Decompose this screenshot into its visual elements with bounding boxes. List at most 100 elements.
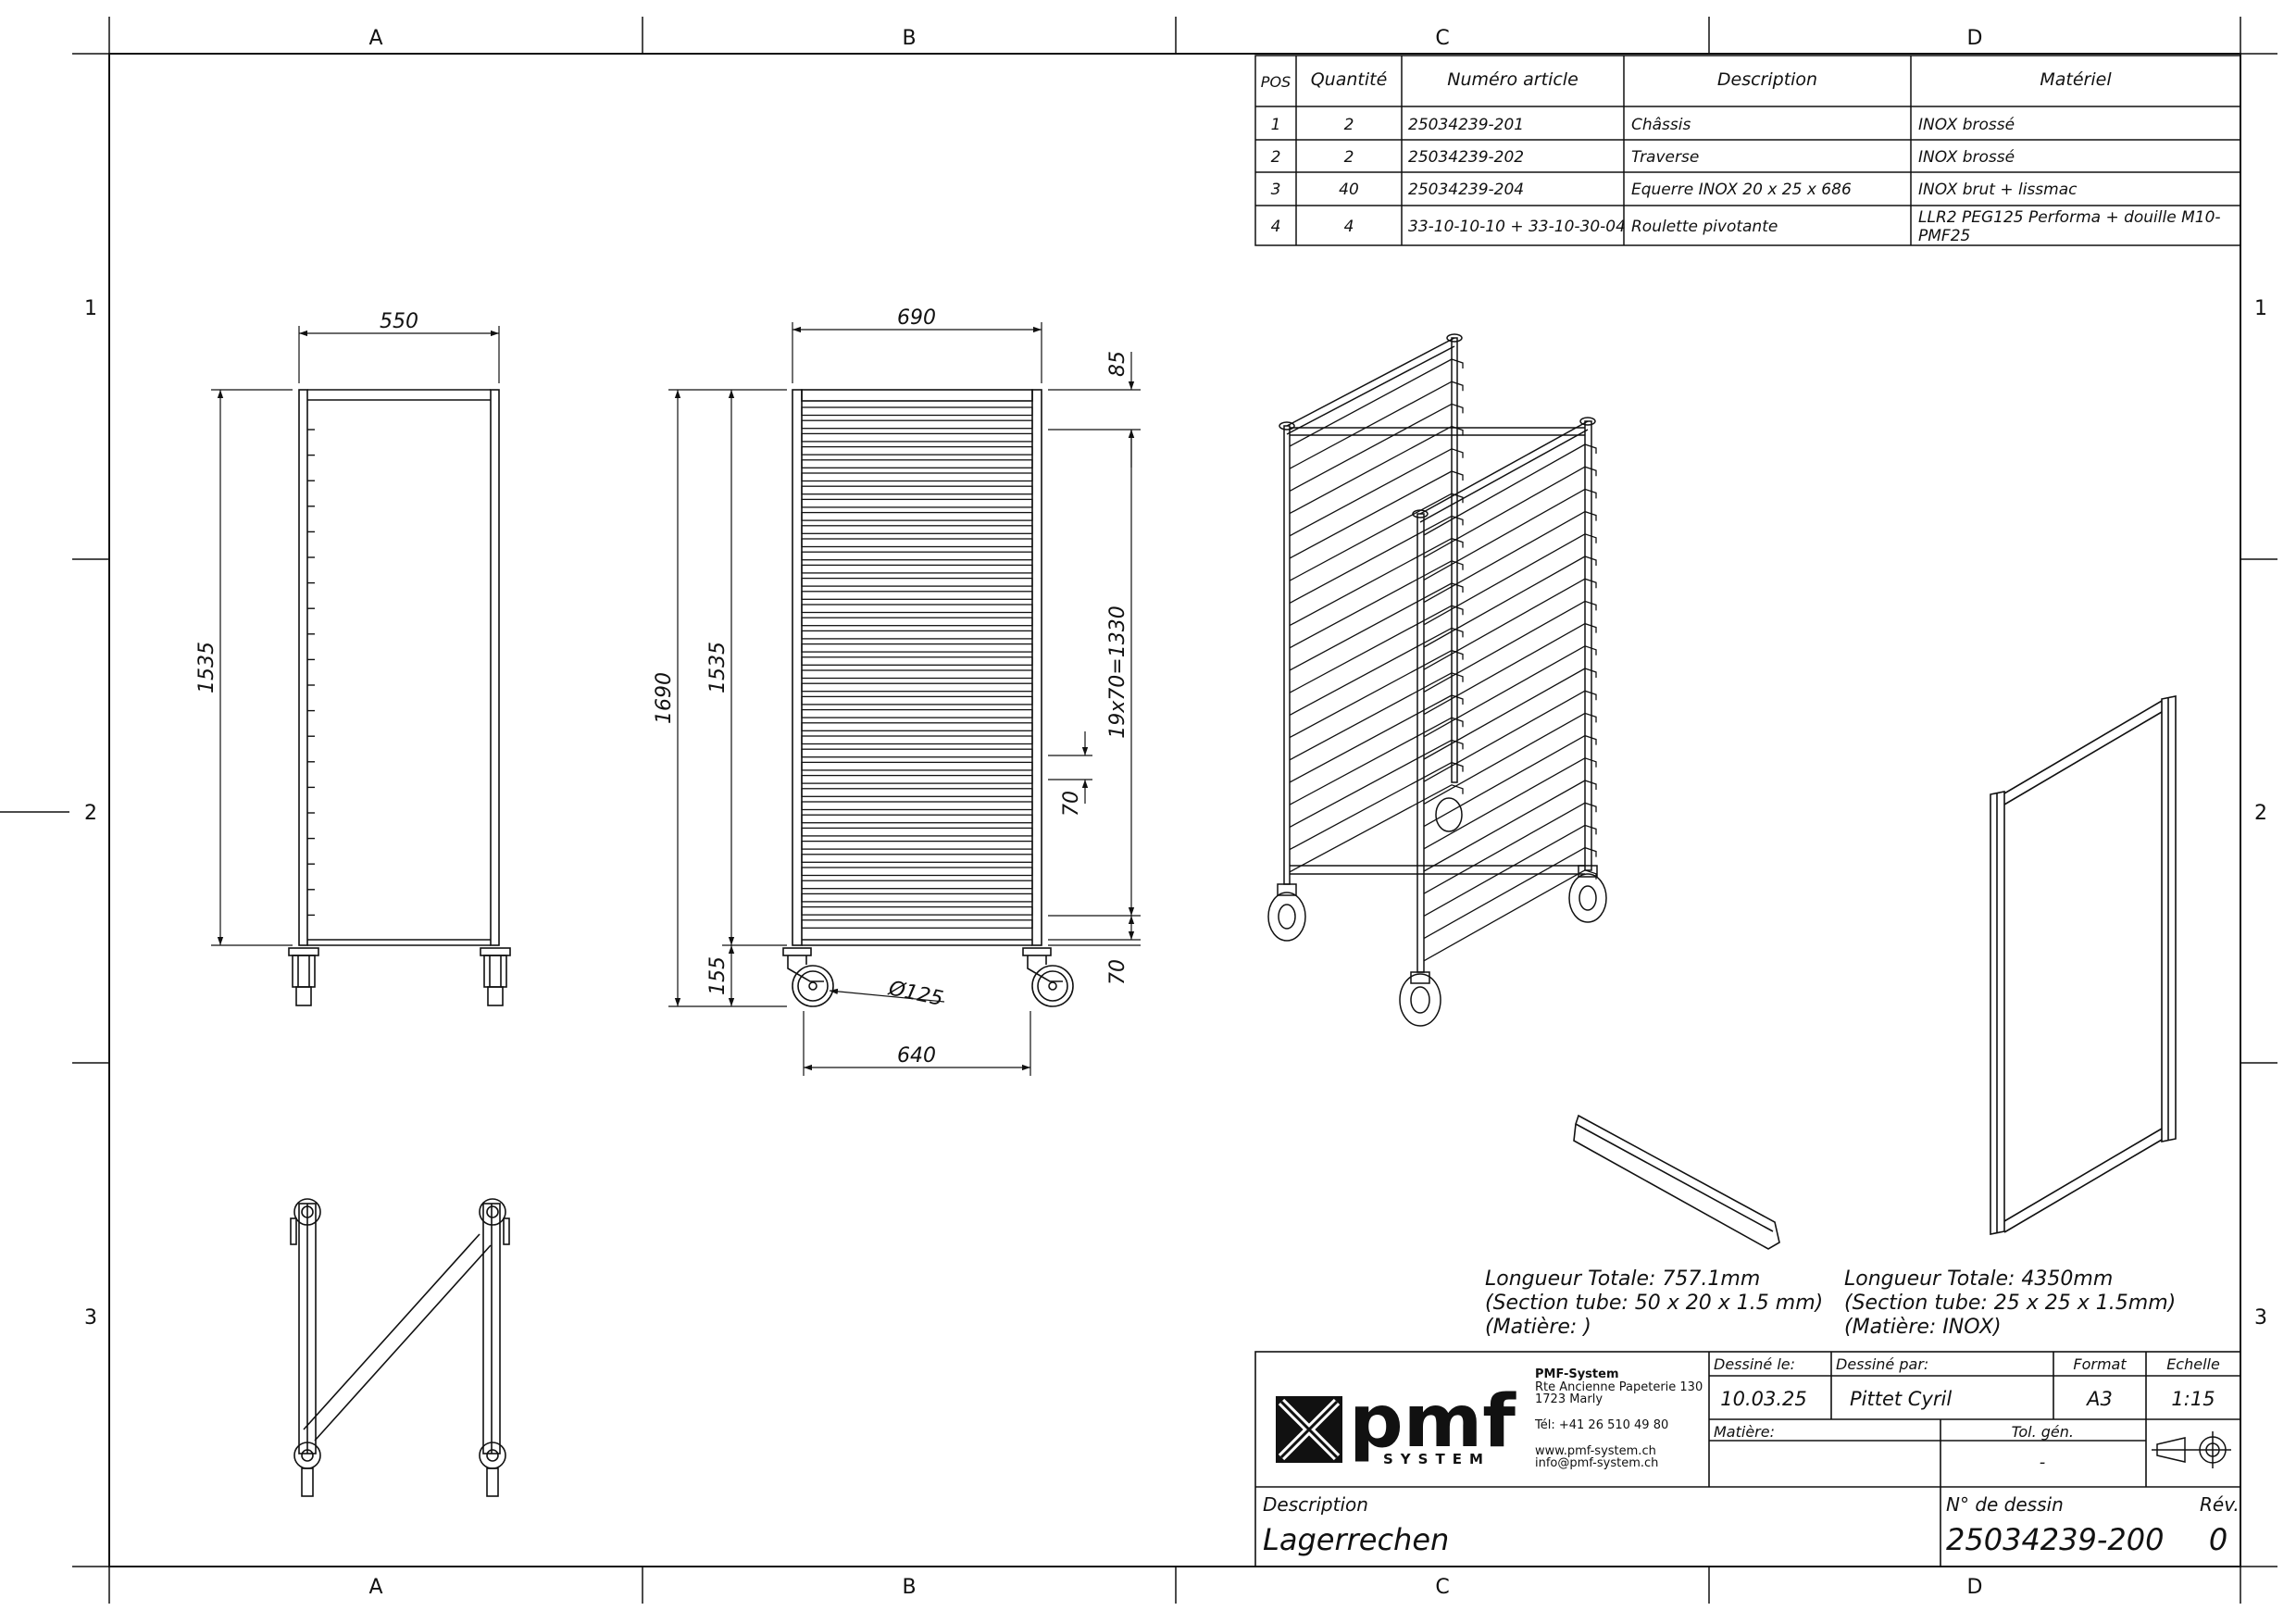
front-shelf-slat (801, 840, 1033, 850)
front-shelf-slat (801, 761, 1033, 771)
iso-back-shelf-angle (1289, 784, 1464, 873)
iso-front-shelf-angle (1423, 757, 1597, 850)
drawing-no-label: N° de dessin (1946, 1493, 2064, 1516)
iso-back-shelf-angle (1289, 470, 1464, 559)
front-shelf-slat (801, 893, 1033, 903)
iso-front-shelf-angle (1423, 466, 1597, 558)
dim-side-width-label: 550 (380, 310, 418, 333)
side-caster-right (480, 947, 511, 1006)
front-shelf-slat (801, 919, 1033, 929)
bom-table: POS Quantité Numéro article Description … (1254, 55, 2241, 246)
top-view (290, 1198, 510, 1497)
drawing-no-value: 25034239-200 (1946, 1522, 2165, 1557)
front-shelf-slat (801, 643, 1033, 653)
scale-value: 1:15 (2171, 1388, 2215, 1410)
company-phone: Tél: +41 26 510 49 80 (1534, 1418, 1668, 1432)
grid-col-bottom-b: B (902, 1576, 916, 1599)
grid-row-right-1: 1 (2254, 297, 2267, 320)
front-shelf-slat (801, 591, 1033, 600)
bom-row-1-article: 25034239-201 (1408, 116, 1524, 134)
description-value: Lagerrechen (1263, 1522, 1449, 1557)
front-shelf-slat (801, 695, 1033, 705)
title-block: pmf SYSTEM PMF-System Rte Ancienne Papet… (1254, 1351, 2241, 1567)
dim-side-height (211, 389, 293, 946)
front-shelf-slat (801, 682, 1033, 693)
iso-back-shelf-angle (1289, 537, 1464, 627)
bom-row-3-article: 25034239-204 (1408, 181, 1524, 199)
front-shelf-slat (801, 708, 1033, 718)
company-address1: Rte Ancienne Papeterie 130 (1535, 1380, 1703, 1394)
material-label: Matière: (1714, 1423, 1775, 1441)
bom-header-article: Numéro article (1447, 69, 1578, 90)
side-view: 550 1535 (195, 310, 511, 1006)
iso-back-shelf-angle (1289, 515, 1464, 604)
iso-front-shelf-angle (1423, 645, 1597, 738)
grid-col-bottom-d: D (1967, 1576, 1983, 1599)
pmf-logo: pmf SYSTEM (1276, 1380, 1516, 1467)
front-shelf-slats (801, 406, 1033, 929)
bom-row-3-qty: 40 (1339, 181, 1359, 199)
bom-row-1-pos: 1 (1271, 116, 1281, 134)
traverse-length: Longueur Totale: 757.1mm (1485, 1267, 1760, 1291)
isometric-shelf-angles (1289, 358, 1597, 962)
iso-front-shelf-angle (1423, 734, 1597, 828)
bom-row-2-article: 25034239-202 (1408, 148, 1524, 167)
iso-back-shelf-angle (1289, 717, 1464, 805)
iso-back-shelf-angle (1289, 493, 1464, 581)
revision-value: 0 (2209, 1522, 2227, 1557)
iso-front-shelf-angle (1423, 578, 1597, 670)
front-caster-left (782, 947, 834, 1007)
drawn-by-label: Dessiné par: (1836, 1355, 1928, 1373)
grid-col-bottom-a: A (368, 1576, 382, 1599)
grid-row-right-2: 2 (2254, 802, 2267, 825)
dim-wheel-base-label: 640 (897, 1044, 936, 1067)
grid-row-left-2: 2 (84, 802, 97, 825)
front-shelf-slat (801, 459, 1033, 468)
iso-back-shelf-angle (1289, 694, 1464, 783)
front-shelf-slat (801, 854, 1033, 863)
dim-caster-height-label: 155 (706, 956, 730, 995)
grid-col-top-a: A (368, 27, 382, 50)
tolerance-value: - (2040, 1453, 2046, 1472)
sheet-frame (0, 17, 2277, 1604)
front-shelf-slat (801, 722, 1033, 731)
projection-symbol-icon (2152, 1431, 2231, 1468)
iso-back-shelf-angle (1289, 649, 1464, 739)
bom-header-description: Description (1717, 69, 1817, 90)
front-shelf-slat (801, 630, 1033, 640)
front-shelf-slat (801, 511, 1033, 521)
front-shelf-slat (801, 735, 1033, 745)
dim-wheel-diameter-label: Ø125 (886, 977, 945, 1011)
format-value: A3 (2085, 1388, 2113, 1410)
front-dimensions (668, 322, 1141, 1076)
chassis-material: (Matière: INOX) (1844, 1316, 2002, 1339)
iso-front-shelf-angle (1423, 780, 1597, 872)
front-shelf-slat (801, 827, 1033, 837)
bom-row-4-desc: Roulette pivotante (1631, 218, 1778, 236)
bom-row-2-qty: 2 (1344, 148, 1354, 167)
iso-back-shelf-angle (1289, 672, 1464, 761)
bom-row-3-desc: Equerre INOX 20 x 25 x 686 (1631, 181, 1852, 199)
grid-row-left-1: 1 (84, 297, 97, 320)
bom-header-pos: POS (1261, 73, 1291, 91)
dim-pitch-single-label: 70 (1060, 791, 1083, 817)
front-shelf-slat (801, 880, 1033, 890)
tolerance-label: Tol. gén. (2012, 1423, 2074, 1441)
chassis-part (1990, 695, 2177, 1235)
company-address2: 1723 Marly (1535, 1392, 1603, 1406)
iso-back-shelf-angle (1289, 358, 1464, 447)
bom-header-material: Matériel (2040, 69, 2112, 90)
front-shelf-slat (801, 669, 1033, 680)
traverse-material: (Matière: ) (1485, 1316, 1591, 1339)
bom-row-1-qty: 2 (1344, 116, 1354, 134)
front-shelf-slat (801, 525, 1033, 534)
front-caster-right (1022, 947, 1074, 1007)
front-shelf-slat (801, 814, 1033, 824)
bom-row-2-material: INOX brossé (1918, 148, 2015, 167)
iso-front-shelf-angle (1423, 846, 1597, 940)
side-caster-left (288, 947, 319, 1006)
front-shelf-slat (801, 774, 1033, 784)
iso-front-shelf-angle (1423, 869, 1597, 962)
iso-front-shelf-angle (1423, 712, 1597, 805)
grid-col-top-c: C (1435, 27, 1449, 50)
